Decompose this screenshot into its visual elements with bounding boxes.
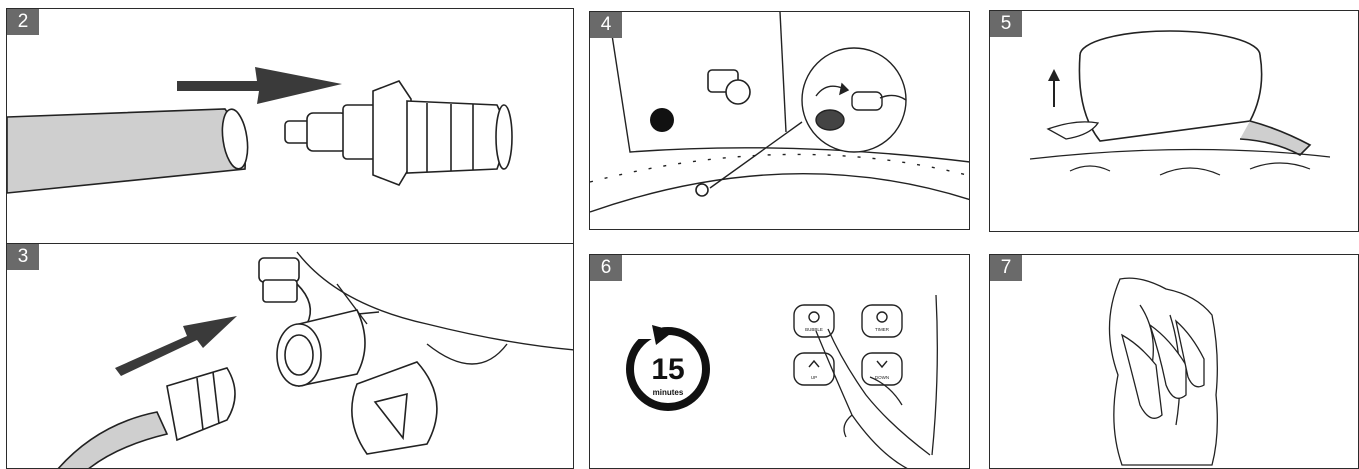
hand-icon (1048, 122, 1098, 139)
zoom-detail (710, 48, 906, 188)
up-button (794, 353, 834, 385)
step-number-badge: 5 (990, 11, 1022, 37)
tilted-pool-icon (1079, 31, 1310, 155)
step-panel-2: 2 (6, 8, 574, 244)
wipe-dry-illustration (990, 255, 1359, 469)
valve-cap-illustration (7, 244, 574, 469)
hose-icon (57, 368, 235, 469)
direction-arrow-icon (115, 316, 237, 376)
timer-label: TIMER (875, 327, 890, 332)
step-panel-6: 6 15 minutes BUBBLE TIMER UP DOWN (589, 254, 970, 469)
bubble-label: BUBBLE (805, 327, 823, 332)
timer-unit: minutes (653, 388, 684, 397)
tilt-pool-illustration (990, 11, 1359, 232)
timer-value: 15 (651, 353, 684, 386)
drain-plug-icon (650, 108, 674, 132)
step-number-badge: 3 (7, 244, 39, 270)
ground-icon (1030, 149, 1330, 175)
hose-connector-illustration (7, 9, 574, 244)
up-label: UP (811, 375, 817, 380)
step-panel-3: 3 (6, 243, 574, 469)
pool-wall-icon (590, 12, 970, 212)
valve-icon (277, 310, 437, 454)
step-number-badge: 6 (590, 255, 622, 281)
down-label: DOWN (875, 375, 889, 380)
drain-valve-illustration (590, 12, 970, 230)
step-number-badge: 4 (590, 12, 622, 38)
bubble-button (794, 305, 834, 337)
step-panel-5: 5 (989, 10, 1359, 232)
timer-button (862, 305, 902, 337)
step-panel-7: 7 (989, 254, 1359, 469)
connector-icon (285, 81, 512, 185)
control-buttons (794, 305, 902, 385)
step-number-badge: 7 (990, 255, 1022, 281)
step-panel-4: 4 (589, 11, 970, 230)
down-button (862, 353, 902, 385)
direction-arrow-icon (177, 67, 342, 104)
step-number-badge: 2 (7, 9, 39, 35)
control-panel-illustration: 15 minutes BUBBLE TIMER UP DOWN (590, 255, 970, 469)
up-arrow-icon (1048, 69, 1060, 107)
hose-icon (7, 108, 251, 193)
valve-cap-icon (259, 258, 310, 324)
